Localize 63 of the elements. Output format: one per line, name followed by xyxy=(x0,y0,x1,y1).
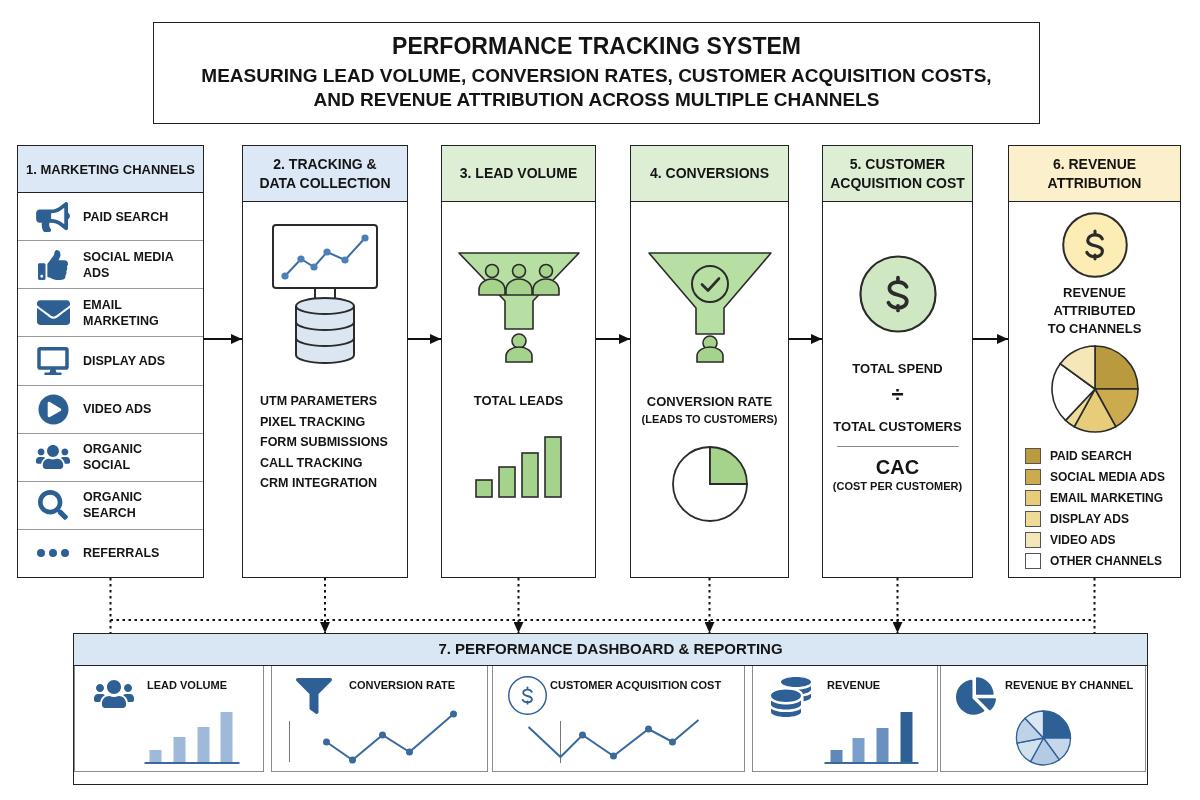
subtitle: MEASURING LEAD VOLUME, CONVERSION RATES, CUSTOMER ACQUISITION COSTS, AND REVENUE ATTRIBUTION ACROSS MULTIPLE CHANNELS xyxy=(200,64,993,112)
diagram-title: PERFORMANCE TRACKING SYSTEM xyxy=(392,32,801,60)
card-title: CONVERSION RATE xyxy=(349,678,456,692)
legend-label: SOCIAL MEDIA ADS xyxy=(1050,469,1165,485)
metric-label: (LEADS TO CUSTOMERS) xyxy=(640,412,779,426)
stage-panel xyxy=(822,145,973,578)
stage-panel xyxy=(1008,145,1181,578)
formula-text: ÷ xyxy=(891,383,904,407)
formula-text: (COST PER CUSTOMER) xyxy=(832,479,963,493)
stage-panel xyxy=(17,145,204,578)
column-heading: 6. REVENUE ATTRIBUTION xyxy=(1009,146,1180,202)
metric-card xyxy=(940,666,1146,772)
column-heading: 5. CUSTOMER ACQUISITION COST xyxy=(823,146,972,202)
dotted-arrow xyxy=(320,577,330,634)
card-title: LEAD VOLUME xyxy=(147,678,228,692)
metric-card xyxy=(74,666,264,772)
channel-label: VIDEO ADS xyxy=(83,401,152,418)
formula-text: TOTAL CUSTOMERS xyxy=(833,419,962,435)
arrow xyxy=(203,334,243,344)
metric-label: TOTAL LEADS xyxy=(472,393,565,409)
list-item: PIXEL TRACKING xyxy=(260,413,367,431)
arrow xyxy=(972,334,1009,344)
dashboard-heading: 7. PERFORMANCE DASHBOARD & REPORTING xyxy=(74,634,1147,666)
channel-label: SOCIAL MEDIA ADS xyxy=(83,248,175,281)
channel-label: REFERRALS xyxy=(83,545,160,562)
arrow xyxy=(788,334,823,344)
dotted-arrow xyxy=(892,577,903,634)
card-title: REVENUE BY CHANNEL xyxy=(1005,678,1134,692)
stage-panel xyxy=(630,145,789,578)
list-item: FORM SUBMISSIONS xyxy=(260,434,389,451)
dashboard-panel xyxy=(73,633,1148,785)
legend-label: PAID SEARCH xyxy=(1050,448,1132,464)
stage-panel xyxy=(441,145,596,578)
metric-card xyxy=(752,666,938,772)
legend-label: DISPLAY ADS xyxy=(1050,511,1129,527)
list-item: CRM INTEGRATION xyxy=(260,475,379,492)
list-item: CALL TRACKING xyxy=(260,454,364,472)
card-title: REVENUE xyxy=(827,678,881,692)
metric-label: REVENUE ATTRIBUTED TO CHANNELS xyxy=(1046,284,1143,338)
dotted-arrow xyxy=(704,577,715,634)
formula-text: CAC xyxy=(875,455,920,479)
stage-panel xyxy=(242,145,408,578)
metric-card xyxy=(492,666,745,772)
column-heading: 2. TRACKING & DATA COLLECTION xyxy=(243,146,407,202)
column-heading: 1. MARKETING CHANNELS xyxy=(18,146,203,193)
dotted-arrow xyxy=(513,577,524,634)
channel-label: ORGANIC SOCIAL xyxy=(83,441,144,474)
column-heading: 4. CONVERSIONS xyxy=(631,146,788,202)
card-title: CUSTOMER ACQUISITION COST xyxy=(550,678,722,692)
metric-label: CONVERSION RATE xyxy=(645,394,774,410)
legend-label: OTHER CHANNELS xyxy=(1050,553,1162,569)
arrow xyxy=(595,334,631,344)
legend-label: VIDEO ADS xyxy=(1050,532,1116,548)
channel-label: DISPLAY ADS xyxy=(83,352,166,369)
list-item: UTM PARAMETERS xyxy=(260,393,379,410)
formula-text: TOTAL SPEND xyxy=(852,361,943,377)
channel-label: PAID SEARCH xyxy=(83,208,169,225)
metric-card xyxy=(271,666,488,772)
arrow xyxy=(407,334,442,344)
column-heading: 3. LEAD VOLUME xyxy=(442,146,595,202)
channel-label: EMAIL MARKETING xyxy=(83,296,160,329)
channel-label: ORGANIC SEARCH xyxy=(83,489,144,522)
legend-label: EMAIL MARKETING xyxy=(1050,490,1164,506)
